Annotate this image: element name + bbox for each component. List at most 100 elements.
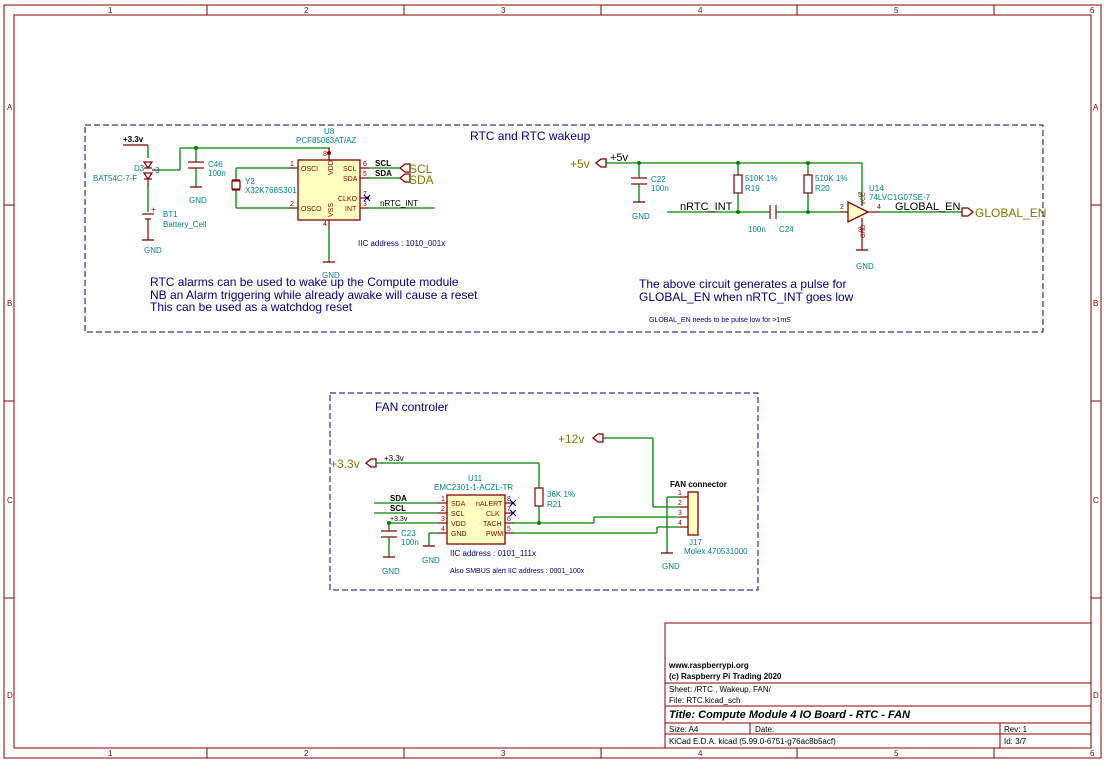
net-3v3-label-rtc: +3.3v [123,135,144,144]
col-label-5b: 5 [894,749,899,758]
c22-ref: C22 [651,175,666,184]
r20-resistor [803,163,813,212]
row-label-d-r: D [1093,691,1099,700]
u8-num-vss: 4 [323,221,327,228]
c23-ref: C23 [401,529,416,538]
tb-id: Id: 3/7 [1004,737,1027,746]
j17-value: Molex 470531000 [684,547,748,556]
c23-value: 100n [401,538,419,547]
u14-num-vcc: 5 [858,192,862,199]
j17-pin-3: 3 [678,510,682,517]
net-nrtc-int-u8: nRTC_INT [380,199,418,208]
u11-num-1: 1 [441,496,445,503]
u14-value: 74LVC1G07SE-7 [869,193,931,202]
u8-pin-vdd: VDD [328,160,335,175]
rtc-note-1: RTC alarms can be used to wake up the Co… [150,275,459,289]
net-scl-wire: SCL [375,159,391,168]
u8-pin-osci: OSCI [301,166,318,173]
y2-ref: Y2 [245,177,255,186]
tb-tool: KiCad E.D.A. kicad (5.99.0-6751-g76ac8b5… [669,737,836,746]
net-sda-wire: SDA [375,169,392,178]
u14-pin-gnd: GND [861,224,867,238]
rtc-note-right-2: GLOBAL_EN when nRTC_INT goes low [639,290,854,304]
fan-section-title: FAN controler [375,400,448,414]
c46-capacitor [188,161,204,188]
u8-pin-scl: SCL [343,166,357,173]
j17-pin-1: 1 [678,490,682,497]
col-label-2b: 2 [304,749,309,758]
u11-num-6: 6 [507,516,511,523]
rtc-section-title: RTC and RTC wakeup [470,129,591,143]
col-label-6b: 6 [1090,749,1095,758]
c22-capacitor [631,163,647,203]
col-label-4b: 4 [698,749,703,758]
c46-value: 100n [208,169,226,178]
c23-gnd: GND [382,567,400,576]
d3-ref: D3 [134,164,145,173]
u8-num-vdd: 8 [323,151,327,158]
j17-pin-2: 2 [678,500,682,507]
net-5v-wire: +5v [610,152,629,164]
fan-iic-address: IIC address : 0101_111x [450,549,536,558]
u8-rtc-chip [289,148,369,230]
u11-pin-nalert: nALERT [476,501,503,508]
c24-value: 100n [748,225,766,234]
u11-pin-tach: TACH [483,521,502,528]
u11-num-5: 5 [507,526,511,533]
row-label-d: D [7,691,13,700]
global-label-5v: +5v [570,157,590,171]
u8-num-scl: 6 [363,161,367,168]
u14-num-in: 2 [840,204,844,211]
tb-rev: Rev: 1 [1004,725,1028,734]
u8-ref: U8 [324,127,335,136]
u11-num-4: 4 [441,526,445,533]
u11-pin-pwm: PWM [486,531,503,538]
j17-gnd: GND [662,562,680,571]
col-label-5: 5 [894,6,899,15]
col-label-1: 1 [108,6,113,15]
r20-value: 510K 1% [815,174,847,183]
global-label-3v3: +3.3v [330,457,360,471]
u11-num-2: 2 [441,506,445,513]
d3-pin3: 3 [155,166,160,175]
bt1-battery: + [142,188,156,240]
u8-num-osci: 1 [290,161,294,168]
global-label-global-en: GLOBAL_EN [975,206,1046,220]
u14-gnd: GND [856,262,874,271]
global-label-scl: SCL [409,162,433,176]
col-label-6: 6 [1090,6,1095,15]
u11-num-7: 7 [507,506,511,513]
rtc-note-3: This can be used as a watchdog reset [150,300,353,314]
tb-copyright: (c) Raspberry Pi Trading 2020 [669,672,782,681]
c24-capacitor [769,205,777,219]
r19-value: 510K 1% [745,174,777,183]
net-3v3-vdd: +3.3v [390,516,408,523]
u11-pin-gnd: GND [451,531,467,538]
u11-pin-scl: SCL [451,511,465,518]
tb-sheet: Sheet: /RTC , Wakeup, FAN/ [669,685,772,694]
tb-date: Date: [755,725,774,734]
net-sda-fan: SDA [390,494,407,503]
net-3v3-fan: +3.3v [384,454,404,463]
u8-num-sda: 5 [363,171,367,178]
col-label-3b: 3 [501,749,506,758]
j17-title: FAN connector [670,480,727,489]
u8-pin-int: INT [345,206,357,213]
rtc-section-box [84,124,1044,333]
col-label-1b: 1 [108,749,113,758]
net-nrtc-int: nRTC_INT [680,201,733,213]
r20-ref: R20 [815,184,830,193]
u14-num-gnd: 3 [858,227,862,234]
col-label-2: 2 [304,6,309,15]
tb-website: www.raspberrypi.org [668,661,749,670]
row-label-a-r: A [1093,103,1099,112]
tb-file: File: RTC.kicad_sch [669,696,740,705]
u14-buffer [840,163,880,251]
u8-pin-clko: CLKO [338,196,358,203]
u8-value: PCF85063AT/AZ [296,136,356,145]
rtc-section: RTC and RTC wakeup +3.3v 3 D3 BAT54C-7-F [84,124,1046,333]
u8-num-clko: 7 [363,191,367,198]
svg-text:+: + [151,205,156,214]
title-block: www.raspberrypi.org (c) Raspberry Pi Tra… [664,622,1092,749]
